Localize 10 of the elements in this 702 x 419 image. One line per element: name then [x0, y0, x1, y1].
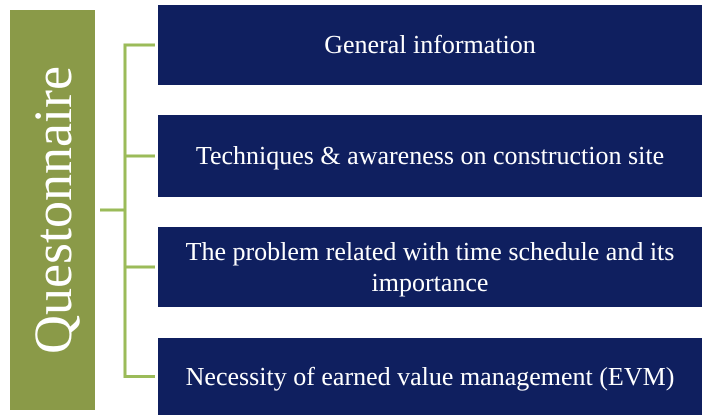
topic-box [158, 338, 702, 415]
topic-label: Necessity of earned value management (EVM) [186, 360, 674, 392]
vertical-title: Questonnaire [22, 66, 84, 354]
topic-box [158, 5, 702, 85]
topic-box [158, 227, 702, 307]
category-bar [10, 10, 95, 410]
topic-label: General information [324, 29, 536, 61]
topic-box [158, 115, 702, 197]
topic-label: Techniques & awareness on construction site [196, 140, 664, 172]
topic-label: The problem related with time schedule and its importance [184, 236, 676, 298]
